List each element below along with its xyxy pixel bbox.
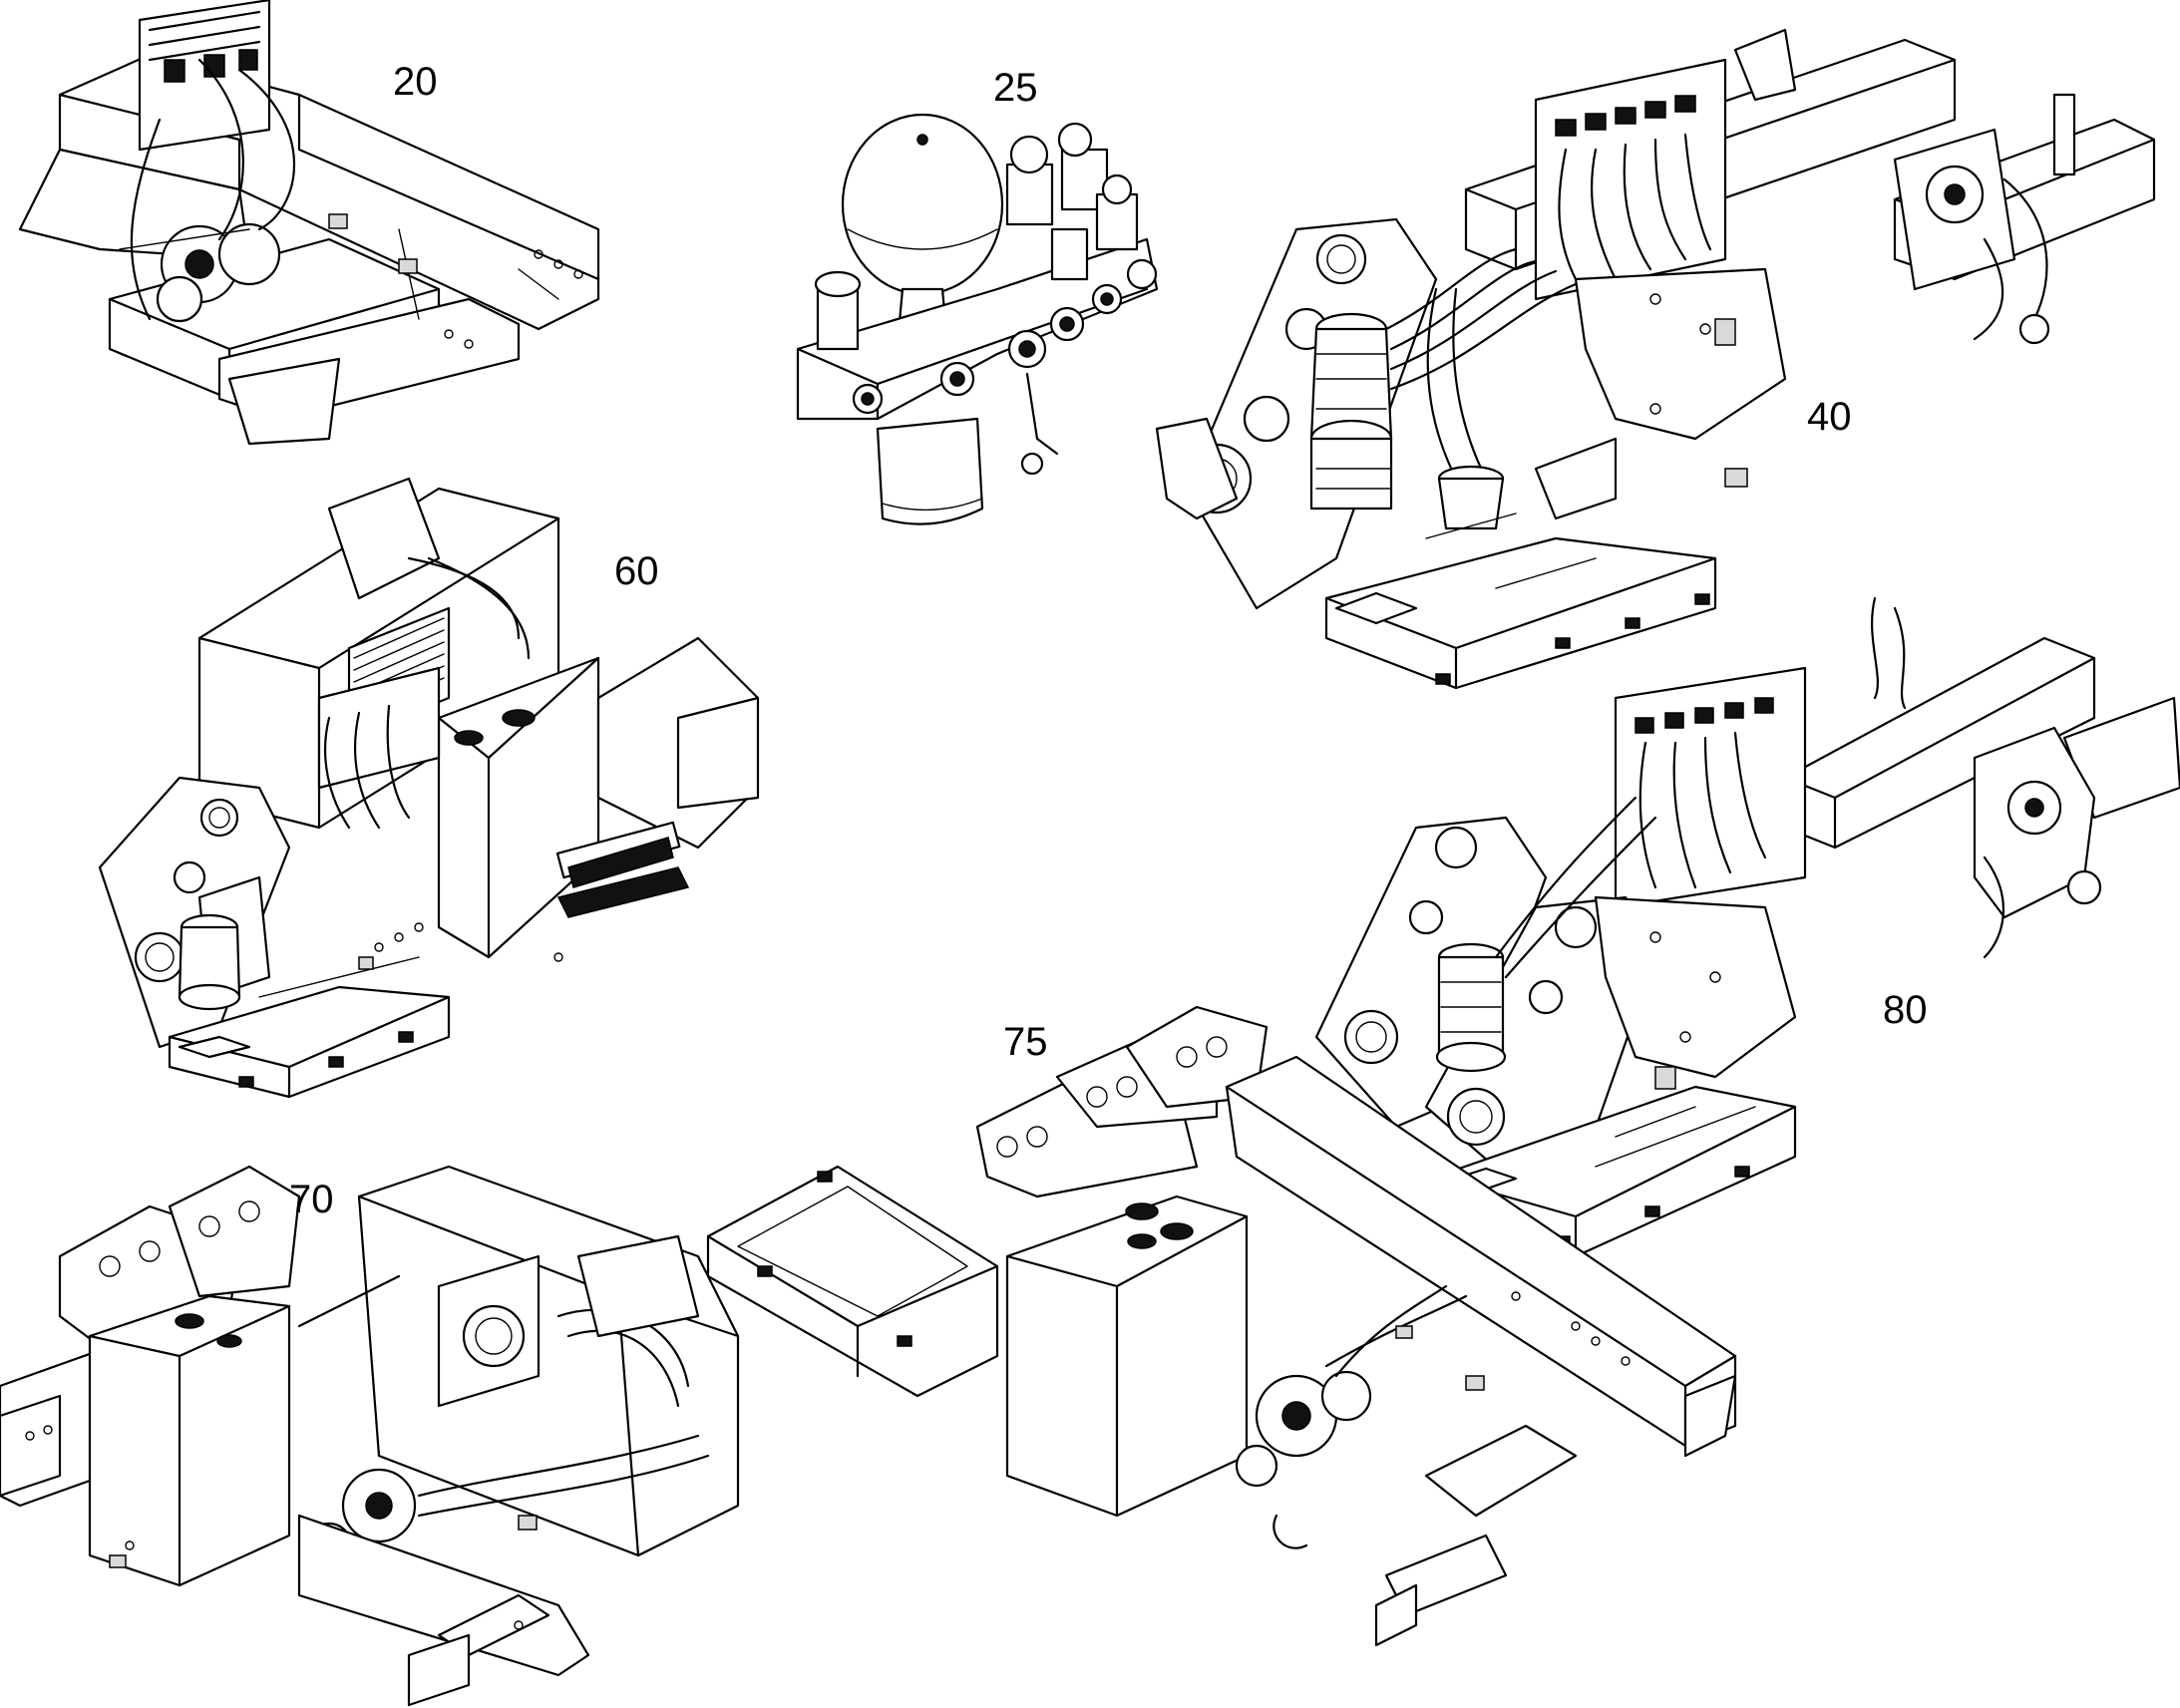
assembly-70-frame-with-tank [0,1165,740,1707]
callout-70: 70 [289,1178,334,1221]
callout-75: 75 [1003,1020,1048,1064]
assembly-40-main-frame-valve-bank [1155,28,2156,690]
assembly-20-frame-with-valve [18,0,600,446]
callout-40: 40 [1807,395,1852,439]
callout-25: 25 [993,66,1038,110]
assembly-80-frame-boom-valve-plate [1314,596,2180,1258]
callout-60: 60 [614,549,659,593]
callout-80: 80 [1883,988,1928,1032]
assembly-60-frame-with-power-unit [98,477,760,1099]
assembly-75-frame-with-tank [706,1005,1737,1647]
assembly-25-accumulator-valve-block [796,113,1159,525]
callout-20: 20 [393,60,438,104]
